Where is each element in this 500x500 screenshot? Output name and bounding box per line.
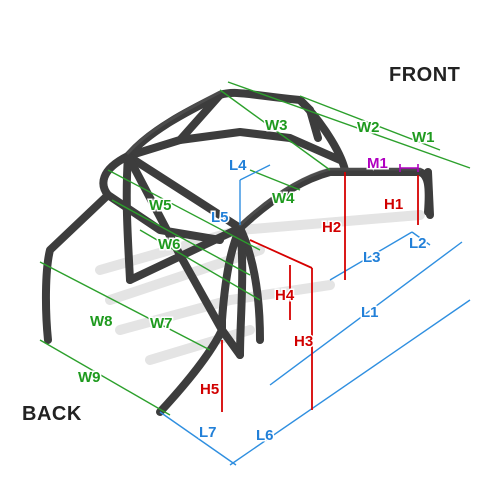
main-hoop-diagonal (124, 152, 244, 359)
label-l5: L5 (211, 209, 229, 226)
label-l1: L1 (361, 304, 379, 321)
label-l7: L7 (199, 424, 217, 441)
label-w4: W4 (272, 190, 295, 207)
a-pillar-left (306, 106, 322, 142)
roll-cage-tubes (41, 88, 434, 416)
label-h1: H1 (384, 196, 403, 213)
label-l3: L3 (363, 249, 381, 266)
label-w1: W1 (412, 129, 435, 146)
length-dimension-lines (159, 164, 471, 466)
tube-highlights (126, 90, 422, 227)
door-bar-2 (236, 224, 247, 359)
label-w7: W7 (150, 315, 173, 332)
front-leg (424, 168, 434, 219)
rear-hoop (41, 152, 132, 344)
rear-stay (156, 326, 226, 416)
label-l2: L2 (409, 235, 427, 252)
label-m1: M1 (367, 155, 388, 172)
main-hoop-left-leg (122, 152, 134, 284)
main-hoop-top (124, 152, 244, 232)
label-w5: W5 (149, 197, 172, 214)
label-h2: H2 (322, 219, 341, 236)
label-w2: W2 (357, 119, 380, 136)
misc-dimension-lines (399, 164, 419, 172)
roof-front-bar (296, 96, 349, 174)
height-dimension-lines (221, 172, 419, 412)
label-l6: L6 (256, 427, 274, 444)
label-w6: W6 (158, 236, 181, 253)
label-h4: H4 (275, 287, 295, 304)
label-w8: W8 (90, 313, 113, 330)
roof-cross-1 (124, 128, 344, 164)
back-label: BACK (22, 403, 82, 425)
label-w9: W9 (78, 369, 101, 386)
label-w3: W3 (265, 117, 288, 134)
label-l4: L4 (229, 157, 247, 174)
front-label: FRONT (389, 64, 460, 86)
main-hoop-right-leg (218, 224, 244, 334)
label-h5: H5 (200, 381, 219, 398)
width-dimension-lines (39, 81, 471, 416)
label-h3: H3 (294, 333, 313, 350)
roof-diagonal (176, 91, 224, 144)
main-hoop-cross (126, 224, 244, 284)
